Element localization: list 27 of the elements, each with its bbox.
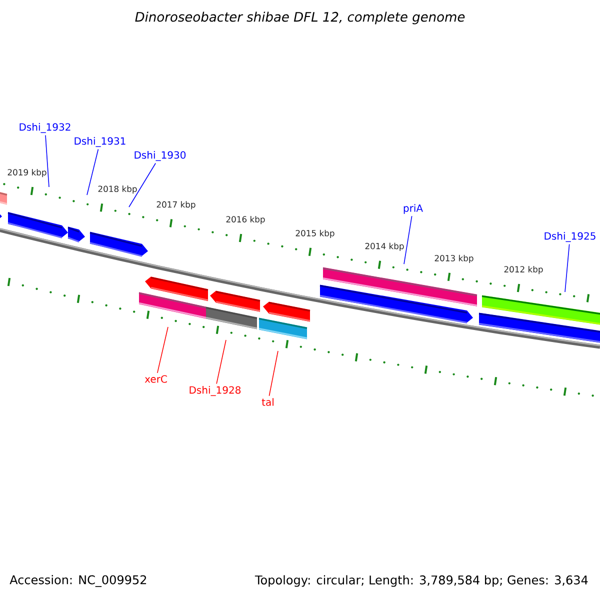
scale-label: 2013 kbp — [434, 254, 474, 263]
scale-label: 2012 kbp — [504, 266, 543, 274]
scale-label: 2017 kbp — [156, 201, 196, 210]
leader-line — [86, 148, 99, 196]
gene-label: Dshi_1930 — [134, 151, 186, 161]
gene-label: priA — [404, 204, 423, 214]
scale-label: 2015 kbp — [296, 230, 334, 238]
leader-line — [157, 326, 168, 374]
leader-line — [268, 350, 278, 396]
gene-label: Dshi_1931 — [74, 137, 126, 147]
scale-label: 2018 kbp — [98, 186, 137, 194]
gene-label: Dshi_1925 — [544, 232, 596, 242]
gene-label: Dshi_1928 — [190, 386, 241, 396]
accession-text: Accession: NC_009952 — [10, 575, 146, 587]
title: Dinoroseobacter shibae DFL 12, complete genome — [135, 12, 465, 24]
leader-line — [404, 216, 412, 264]
leader-line — [45, 134, 50, 188]
gene-label: tal — [262, 398, 274, 406]
scale-label: 2019 kbp — [8, 168, 46, 178]
leader-line — [216, 340, 226, 384]
gene-label: xerC — [144, 375, 167, 383]
scale-label: 2014 kbp — [365, 242, 404, 251]
genome-info-text: Topology: circular; Length: 3,789,584 bp; Genes: 3,634 — [254, 575, 588, 587]
leader-line — [564, 244, 570, 292]
gene-label: Dshi_1932 — [20, 123, 70, 133]
leader-line — [128, 162, 156, 208]
scale-label: 2016 kbp — [226, 216, 265, 224]
